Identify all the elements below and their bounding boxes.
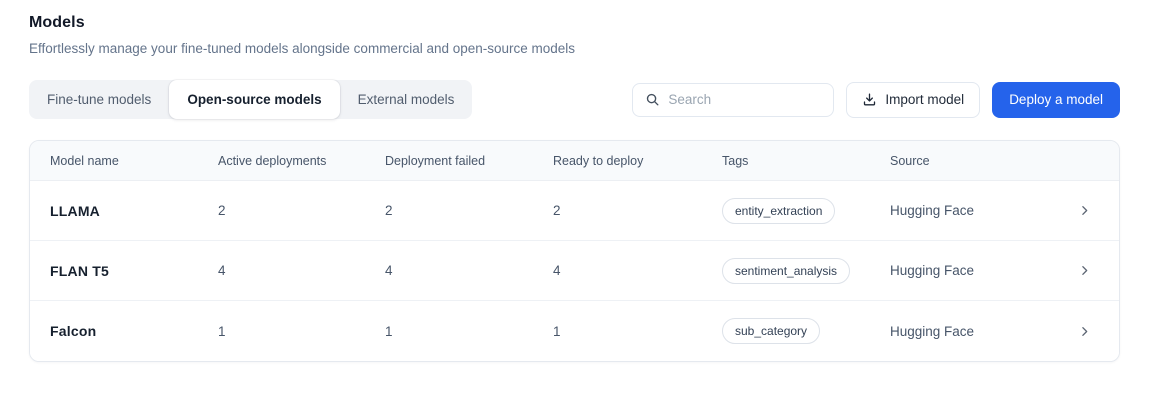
deploy-model-button[interactable]: Deploy a model [992,81,1120,118]
models-table: Model name Active deployments Deployment… [29,140,1120,362]
deploy-model-label: Deploy a model [1009,92,1103,107]
row-actions-cell [1049,204,1119,217]
ready-to-deploy-cell: 1 [553,323,561,339]
chevron-right-icon[interactable] [1078,325,1091,338]
column-header-ready-to-deploy: Ready to deploy [553,153,644,168]
model-name-cell: LLAMA [50,202,100,219]
tag-badge: sentiment_analysis [722,257,851,284]
model-name-cell: FLAN T5 [50,262,109,279]
search-box[interactable] [632,82,835,117]
row-actions-cell [1049,264,1119,277]
tab-fine-tune-models[interactable]: Fine-tune models [29,80,169,119]
active-deployments-cell: 1 [218,323,226,339]
controls-row: Fine-tune models Open-source models Exte… [29,80,1120,119]
source-cell: Hugging Face [890,203,975,218]
source-cell: Hugging Face [890,323,975,339]
models-page: Models Effortlessly manage your fine-tun… [29,14,1120,362]
ready-to-deploy-cell: 2 [553,203,561,218]
table-row[interactable]: LLAMA 2 2 2 entity_extraction Hugging Fa… [30,181,1119,241]
search-icon [645,92,660,107]
tag-badge: entity_extraction [722,197,836,224]
tab-open-source-models[interactable]: Open-source models [169,80,340,119]
import-model-button[interactable]: Import model [846,81,981,118]
ready-to-deploy-cell: 4 [553,263,561,278]
table-body: LLAMA 2 2 2 entity_extraction Hugging Fa… [30,181,1119,361]
model-name-cell: Falcon [50,323,97,339]
table-row[interactable]: FLAN T5 4 4 4 sentiment_analysis Hugging… [30,241,1119,301]
column-header-source: Source [890,153,930,168]
deployment-failed-cell: 4 [385,263,393,278]
page-subtitle: Effortlessly manage your fine-tuned mode… [29,41,576,56]
download-tray-icon [862,92,877,107]
column-header-tags: Tags [722,153,749,168]
deployment-failed-cell: 2 [385,203,393,218]
chevron-right-icon[interactable] [1078,264,1091,277]
model-type-tabs: Fine-tune models Open-source models Exte… [29,80,473,119]
table-header-row: Model name Active deployments Deployment… [30,141,1119,181]
active-deployments-cell: 4 [218,263,226,278]
tab-external-models[interactable]: External models [340,80,473,119]
active-deployments-cell: 2 [218,203,226,218]
tags-cell: sub_category [722,318,890,344]
chevron-right-icon[interactable] [1078,204,1091,217]
page-title: Models [29,14,85,31]
deployment-failed-cell: 1 [385,323,393,339]
column-header-model-name: Model name [50,153,119,168]
row-actions-cell [1049,325,1119,338]
search-input[interactable] [668,92,822,107]
import-model-label: Import model [885,92,965,107]
tags-cell: entity_extraction [722,197,890,224]
toolbar: Import model Deploy a model [632,81,1120,118]
column-header-deployment-failed: Deployment failed [385,153,486,168]
column-header-active-deployments: Active deployments [218,153,327,168]
table-row[interactable]: Falcon 1 1 1 sub_category Hugging Face [30,301,1119,361]
tag-badge: sub_category [722,318,821,344]
tags-cell: sentiment_analysis [722,257,890,284]
source-cell: Hugging Face [890,263,975,278]
